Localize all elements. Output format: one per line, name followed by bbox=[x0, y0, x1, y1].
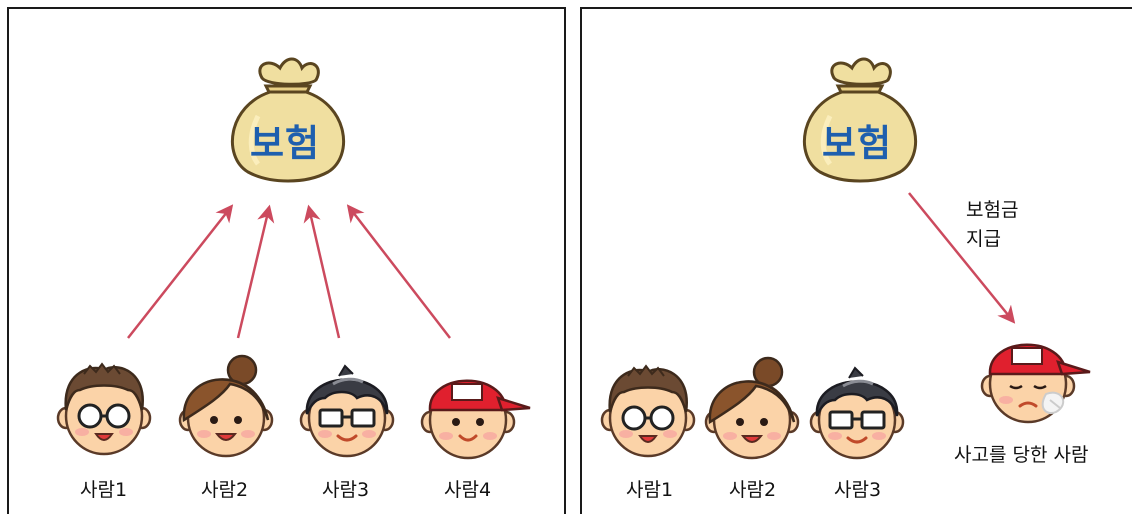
person-glasses-icon bbox=[58, 364, 150, 454]
payout-arrow bbox=[908, 192, 1016, 324]
person-injured-icon bbox=[982, 345, 1090, 422]
person-nerd-icon bbox=[301, 366, 393, 456]
arrow bbox=[236, 204, 275, 339]
person-glasses-icon bbox=[602, 366, 694, 456]
payout-label-line2: 지급 bbox=[966, 228, 1001, 250]
person-nerd-icon bbox=[811, 368, 903, 458]
person-label: 사람2 bbox=[729, 479, 777, 501]
person-woman-icon bbox=[706, 358, 798, 458]
person-label: 사람4 bbox=[444, 479, 492, 501]
person-label: 사람3 bbox=[834, 479, 882, 501]
person-cap-icon bbox=[422, 381, 530, 458]
arrow bbox=[303, 204, 341, 339]
payout-label-line1: 보험금 bbox=[966, 199, 1019, 221]
payout-label: 보험금 지급 bbox=[966, 196, 1018, 254]
bag-label: 보험 bbox=[822, 122, 893, 165]
arrow bbox=[127, 204, 234, 339]
person-label: 사람1 bbox=[80, 479, 128, 501]
arrow bbox=[346, 204, 451, 339]
person-label: 사람2 bbox=[201, 479, 249, 501]
bag-label: 보험 bbox=[250, 122, 321, 165]
person-label: 사람3 bbox=[322, 479, 370, 501]
accident-person-label: 사고를 당한 사람 bbox=[954, 444, 1089, 466]
person-woman-icon bbox=[180, 356, 272, 456]
person-label: 사람1 bbox=[626, 479, 674, 501]
